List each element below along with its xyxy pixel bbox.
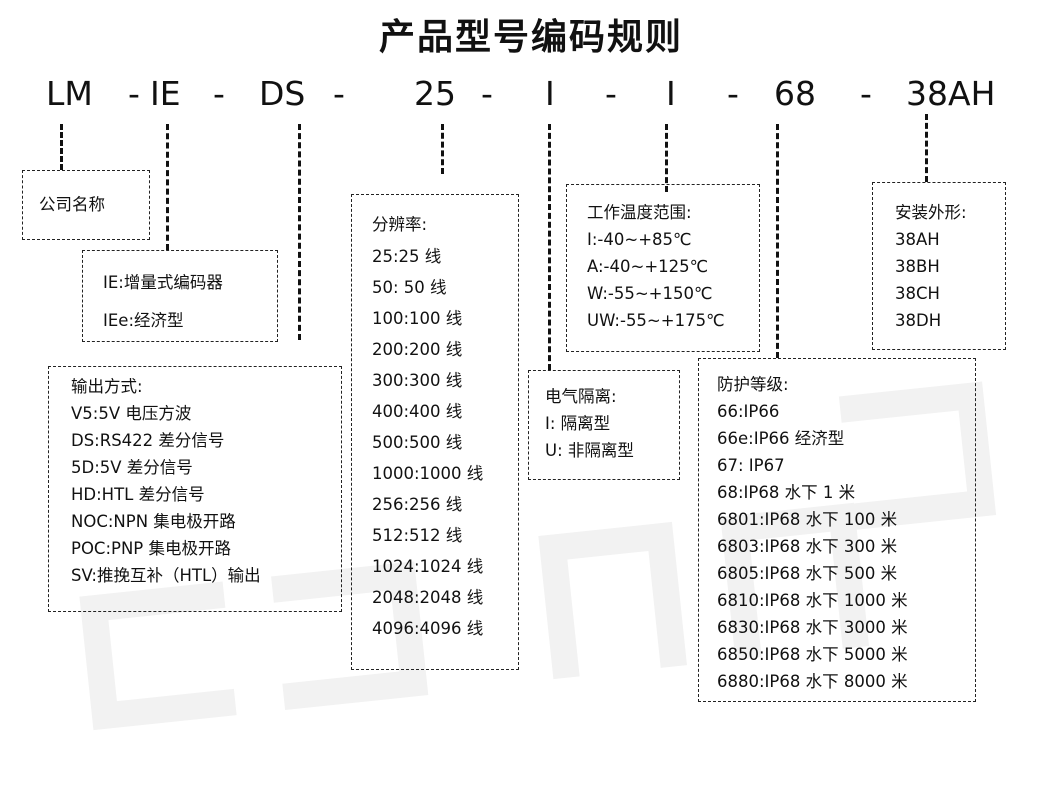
resolution-item: 2048:2048 线 [372,588,484,607]
company-label: 公司名称 [39,195,105,214]
isolation-box: 电气隔离: I: 隔离型 U: 非隔离型 [528,370,680,480]
connector-mounting [925,114,928,182]
output-item: POC:PNP 集电极开路 [71,539,232,558]
protection-item: 6880:IP68 水下 8000 米 [717,672,908,691]
resolution-item: 256:256 线 [372,495,463,514]
resolution-header: 分辨率: [372,215,428,234]
mounting-header: 安装外形: [895,203,967,222]
connector-output [298,124,301,340]
protection-header: 防护等级: [717,375,789,394]
protection-item: 6803:IP68 水下 300 米 [717,537,898,556]
temperature-item: UW:-55~+175℃ [587,311,725,330]
mounting-item: 38AH [895,230,940,249]
company-box: 公司名称 [22,170,150,240]
protection-item: 6805:IP68 水下 500 米 [717,564,898,583]
temperature-item: W:-55~+150℃ [587,284,713,303]
temperature-header: 工作温度范围: [587,203,692,222]
output-item: DS:RS422 差分信号 [71,431,225,450]
output-header: 输出方式: [71,377,143,396]
temperature-box: 工作温度范围: I:-40~+85℃ A:-40~+125℃ W:-55~+15… [566,184,760,352]
resolution-item: 25:25 线 [372,247,442,266]
code-segment-isolation: I [545,74,555,113]
isolation-item: U: 非隔离型 [545,441,634,460]
code-segment-ie: IE [150,74,181,113]
connector-temperature [665,124,668,192]
page-title: 产品型号编码规则 [378,17,683,58]
connector-company [60,124,63,170]
resolution-item: 500:500 线 [372,433,463,452]
code-dash: - [727,74,739,113]
protection-item: 68:IP68 水下 1 米 [717,483,856,502]
resolution-item: 4096:4096 线 [372,619,484,638]
protection-item: 6801:IP68 水下 100 米 [717,510,898,529]
code-dash: - [605,74,617,113]
protection-item: 6850:IP68 水下 5000 米 [717,645,908,664]
code-dash: - [213,74,225,113]
mounting-item: 38DH [895,311,942,330]
temperature-item: I:-40~+85℃ [587,230,692,249]
mounting-item: 38CH [895,284,940,303]
encoder-item: IEe:经济型 [103,311,184,330]
resolution-item: 100:100 线 [372,309,463,328]
isolation-item: I: 隔离型 [545,414,611,433]
resolution-item: 200:200 线 [372,340,463,359]
output-item: HD:HTL 差分信号 [71,485,205,504]
connector-resolution [441,124,444,174]
output-item: V5:5V 电压方波 [71,404,192,423]
code-segment-temperature: I [666,74,676,113]
mounting-box: 安装外形: 38AH 38BH 38CH 38DH [872,182,1006,350]
output-item: 5D:5V 差分信号 [71,458,193,477]
resolution-box: 分辨率: 25:25 线 50: 50 线 100:100 线 200:200 … [351,194,519,670]
resolution-item: 512:512 线 [372,526,463,545]
output-item: SV:推挽互补（HTL）输出 [71,566,261,585]
protection-item: 6810:IP68 水下 1000 米 [717,591,908,610]
output-box: 输出方式: V5:5V 电压方波 DS:RS422 差分信号 5D:5V 差分信… [48,366,342,612]
protection-item: 66e:IP66 经济型 [717,429,845,448]
code-dash: - [333,74,345,113]
connector-encoder [166,124,169,250]
temperature-item: A:-40~+125℃ [587,257,709,276]
connector-protection [776,124,779,358]
code-dash: - [860,74,872,113]
encoder-box: IE:增量式编码器 IEe:经济型 [82,250,278,342]
encoder-item: IE:增量式编码器 [103,273,223,292]
resolution-item: 1000:1000 线 [372,464,484,483]
output-item: NOC:NPN 集电极开路 [71,512,236,531]
protection-item: 6830:IP68 水下 3000 米 [717,618,908,637]
code-dash: - [481,74,493,113]
protection-box: 防护等级: 66:IP66 66e:IP66 经济型 67: IP67 68:I… [698,358,976,702]
code-segment-lm: LM [46,74,93,113]
isolation-header: 电气隔离: [545,387,617,406]
code-segment-protection: 68 [774,74,816,113]
protection-item: 67: IP67 [717,456,785,475]
code-segment-resolution: 25 [414,74,456,113]
code-dash: - [128,74,140,113]
mounting-item: 38BH [895,257,940,276]
resolution-item: 400:400 线 [372,402,463,421]
code-segment-mounting: 38AH [906,74,996,113]
resolution-item: 1024:1024 线 [372,557,484,576]
connector-isolation [548,124,551,370]
resolution-item: 50: 50 线 [372,278,447,297]
code-segment-ds: DS [259,74,306,113]
protection-item: 66:IP66 [717,402,780,421]
resolution-item: 300:300 线 [372,371,463,390]
